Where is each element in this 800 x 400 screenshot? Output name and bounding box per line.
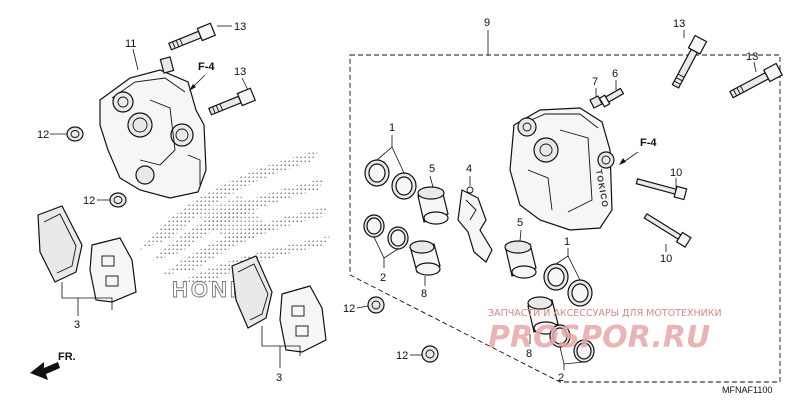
watermark-tagline: ЗАПЧАСТИ И АКСЕССУАРЫ ДЛЯ МОТОТЕХНИКИ (488, 308, 722, 319)
callout-12a: 12 (37, 129, 49, 141)
pad-spring-4 (457, 186, 493, 263)
leader-13d (753, 61, 757, 73)
left-caliper-body (99, 56, 207, 199)
callout-12d: 12 (396, 350, 408, 362)
callout-1a: 1 (389, 122, 395, 134)
callout-5b: 5 (517, 217, 523, 229)
seal-12-lower-a (367, 296, 385, 314)
callout-3b: 3 (276, 372, 282, 384)
bolt-13-top-left (168, 22, 217, 51)
pad-set-3-left (37, 205, 137, 303)
dust-seal-2-upper (363, 214, 409, 250)
front-label: FR. (58, 351, 76, 363)
seal-12-left-a (66, 126, 84, 142)
ref-f4-right-arrowhead (619, 158, 626, 165)
bolt-13-top-right (671, 34, 708, 89)
bolt-13-far-right (729, 62, 784, 99)
callout-4: 4 (466, 163, 472, 175)
callout-2b: 2 (558, 372, 564, 384)
seal-12-lower-b (421, 345, 439, 363)
leader-3b-bracket (261, 326, 301, 356)
callout-13c: 13 (673, 18, 685, 30)
pad-set-3-mid (231, 255, 327, 353)
caliper-assembly-outline (349, 54, 781, 383)
callout-5a: 5 (429, 163, 435, 175)
callout-13b: 13 (234, 66, 246, 78)
seal-12-left-b (109, 192, 127, 208)
bolt-13-mid-left (208, 87, 257, 116)
bleeder-cap-7 (589, 95, 603, 109)
callout-12b: 12 (83, 195, 95, 207)
callout-8b: 8 (526, 348, 532, 360)
right-caliper-body: TOKICO (509, 107, 615, 231)
callout-13d: 13 (746, 51, 758, 63)
callout-11: 11 (125, 38, 136, 50)
ref-f4-left: F-4 (198, 61, 215, 73)
callout-12c: 12 (343, 303, 355, 315)
piston-8-upper (409, 240, 441, 276)
callout-10b: 10 (660, 253, 672, 265)
diagram-code: MFNAF1100 (722, 385, 772, 395)
callout-1b: 1 (564, 236, 570, 248)
callout-2a: 2 (380, 272, 386, 284)
leader-5a (429, 175, 434, 188)
leader-3a-bracket (61, 282, 113, 310)
piston-seal-1-upper (364, 159, 417, 200)
leader-5b (519, 229, 522, 242)
callout-3a: 3 (74, 319, 80, 331)
ref-f4-left-arrowhead (189, 84, 196, 91)
pad-pin-10-upper (635, 178, 688, 201)
piston-5-upper (417, 186, 449, 225)
piston-seal-1-lower (543, 263, 593, 307)
leader-11 (132, 48, 139, 71)
pad-pin-10-lower (643, 212, 692, 248)
callout-8a: 8 (421, 288, 427, 300)
callout-13a: 13 (234, 21, 246, 33)
leader-12c (356, 305, 369, 309)
callout-10a: 10 (670, 167, 682, 179)
watermark-brand: PROSPOR.RU (488, 320, 710, 355)
leader-13b (241, 77, 249, 91)
callout-9: 9 (484, 17, 490, 29)
callout-7: 7 (592, 76, 598, 88)
ref-f4-right: F-4 (640, 137, 657, 149)
piston-5-lower (504, 240, 537, 279)
front-arrow: FR. (30, 351, 76, 380)
callout-6: 6 (612, 68, 618, 80)
bleeder-screw-6 (598, 87, 625, 108)
